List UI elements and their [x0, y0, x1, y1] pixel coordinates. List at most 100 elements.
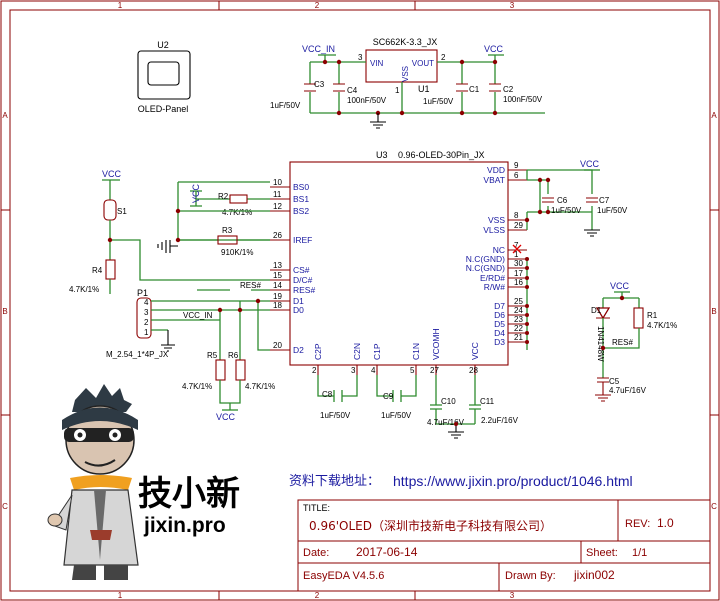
- u3-bottom-pin-num: 28: [469, 366, 478, 375]
- u3-right-pin-num: 21: [514, 333, 523, 342]
- p1-ref: P1: [137, 288, 148, 298]
- bs-vcc-label: VCC: [191, 183, 201, 203]
- rev-value: 1.0: [657, 516, 674, 530]
- u3-power-wiring: VCC C6 1uF/50V C7 1uF/50V: [512, 159, 628, 350]
- c5-value: 4.7uF/16V: [609, 386, 647, 395]
- u3-left-pin-name: IREF: [293, 235, 312, 245]
- reset-res-net-label: RES#: [612, 338, 633, 347]
- row-label-right-a: A: [711, 111, 717, 120]
- c9-ref: C9: [383, 392, 394, 401]
- date-value: 2017-06-14: [356, 545, 418, 559]
- c9-value: 1uF/50V: [381, 411, 412, 420]
- u3-name: 0.96-OLED-30Pin_JX: [398, 150, 485, 160]
- u2-name: OLED-Panel: [138, 104, 189, 114]
- u3-left-pin-num: 14: [273, 281, 282, 290]
- u3-right-pin-name: R/W#: [484, 282, 506, 292]
- c1-ref: C1: [469, 85, 480, 94]
- s1-vcc-label: VCC: [102, 169, 122, 179]
- u3-right-pin-name: N.C(GND): [466, 254, 505, 264]
- p1-pin-4: 4: [144, 298, 149, 307]
- col-label-bottom-3: 3: [510, 591, 515, 600]
- u1-name: SC662K-3.3_JX: [373, 37, 438, 47]
- p1-vcc-in-label: VCC_IN: [183, 311, 213, 320]
- u3-right-pin-name: VSS: [488, 215, 505, 225]
- c8-value: 1uF/50V: [320, 411, 351, 420]
- p1-header-circuit: P1 4 3 2 1 VCC_IN M_2.54_1*4P_JX R5 4.7K…: [106, 288, 275, 422]
- reset-vcc-label: VCC: [610, 281, 630, 291]
- u1-pin-vss: VSS: [401, 66, 410, 82]
- r2-ref: R2: [218, 192, 229, 201]
- u1-pin-num-1: 1: [395, 86, 400, 95]
- r1-ref: R1: [647, 311, 658, 320]
- pullup-vcc-label: VCC: [216, 412, 236, 422]
- u3-charge-pump-caps: C8 1uF/50V C9 1uF/50V C10 4.7uF/16V C11 …: [317, 375, 519, 439]
- u3-left-pin-name: D1: [293, 296, 304, 306]
- r3-value: 910K/1%: [221, 248, 253, 257]
- u3-left-pin-num: 15: [273, 271, 282, 280]
- col-label-bottom-2: 2: [315, 591, 320, 600]
- u3-right-pin-name: D4: [494, 328, 505, 338]
- u3-right-pin-name: D3: [494, 337, 505, 347]
- c2-value: 100nF/50V: [503, 95, 543, 104]
- c5-ref: C5: [609, 377, 620, 386]
- download-url[interactable]: https://www.jixin.pro/product/1046.html: [393, 473, 633, 489]
- title-label: TITLE:: [303, 503, 330, 513]
- s1-ref: S1: [117, 207, 127, 216]
- u3-left-pin-name: BS0: [293, 182, 309, 192]
- u3-bottom-pin-num: 3: [351, 366, 356, 375]
- p1-pin-3: 3: [144, 308, 149, 317]
- p1-pin-1: 1: [144, 328, 149, 337]
- c10-ref: C10: [441, 397, 456, 406]
- c6-value: 1uF/50V: [551, 206, 582, 215]
- u3-left-pin-name: BS2: [293, 206, 309, 216]
- d1-ref: D1: [591, 306, 602, 315]
- u3-bottom-pin-name: VCOMH: [431, 328, 441, 360]
- res-net-label: RES#: [240, 281, 261, 290]
- download-label: 资料下载地址：: [289, 474, 380, 489]
- u1-ref: U1: [418, 84, 430, 94]
- u3-right-pin-num: 22: [514, 324, 523, 333]
- r3-ref: R3: [222, 226, 233, 235]
- u3-vcc-label: VCC: [580, 159, 600, 169]
- u3-right-pin-num: 30: [514, 259, 523, 268]
- col-label-bottom-1: 1: [118, 591, 123, 600]
- r5-ref: R5: [207, 351, 218, 360]
- c7-ref: C7: [599, 196, 610, 205]
- reset-rc-circuit: VCC R1 4.7K/1% D1 1N4148W RES# C5 4.7uF/…: [591, 281, 677, 402]
- u3-left-pin-num: 13: [273, 261, 282, 270]
- u3-right-pin-num: 29: [514, 221, 523, 230]
- bs-config-circuit: VCC R2 4.7K/1% R3 910K/1% RES#: [157, 181, 270, 291]
- drawn-by-value: jixin002: [573, 568, 615, 582]
- u3-right-pin-num: 8: [514, 211, 519, 220]
- u1-pin-num-2: 2: [441, 53, 446, 62]
- u1-pin-vin: VIN: [370, 59, 384, 68]
- u3-bottom-pin-num: 4: [371, 366, 376, 375]
- u3-right-pin-name: VLSS: [483, 225, 505, 235]
- u3-left-pin-name: RES#: [293, 285, 315, 295]
- r2-value: 4.7K/1%: [222, 208, 252, 217]
- row-label-left-a: A: [2, 111, 8, 120]
- p1-value: M_2.54_1*4P_JX: [106, 350, 169, 359]
- u3-right-pin-name: NC: [493, 245, 505, 255]
- u3-bottom-pin-num: 27: [430, 366, 439, 375]
- u3-right-pin-name: D5: [494, 319, 505, 329]
- mascot-illustration: [47, 384, 139, 580]
- u3-left-pin-num: 26: [273, 231, 282, 240]
- u3-left-pin-num: 11: [273, 190, 282, 199]
- r6-ref: R6: [228, 351, 239, 360]
- u3-left-pin-num: 19: [273, 292, 282, 301]
- col-label-top-1: 1: [118, 1, 123, 10]
- c3-value: 1uF/50V: [270, 101, 301, 110]
- u1-regulator: SC662K-3.3_JX VIN VOUT VSS 3 2 1 U1 VCC_…: [270, 37, 545, 129]
- u1-pin-vout: VOUT: [412, 59, 434, 68]
- date-label: Date:: [303, 547, 329, 559]
- u3-ref: U3: [376, 150, 388, 160]
- u3-bottom-pin-name: C1P: [372, 343, 382, 360]
- u3-right-pin-name: VDD: [487, 165, 505, 175]
- u3-right-pin-num: 9: [514, 161, 519, 170]
- u3-right-pin-num: 24: [514, 306, 523, 315]
- u1-vcc-out-label: VCC: [484, 44, 504, 54]
